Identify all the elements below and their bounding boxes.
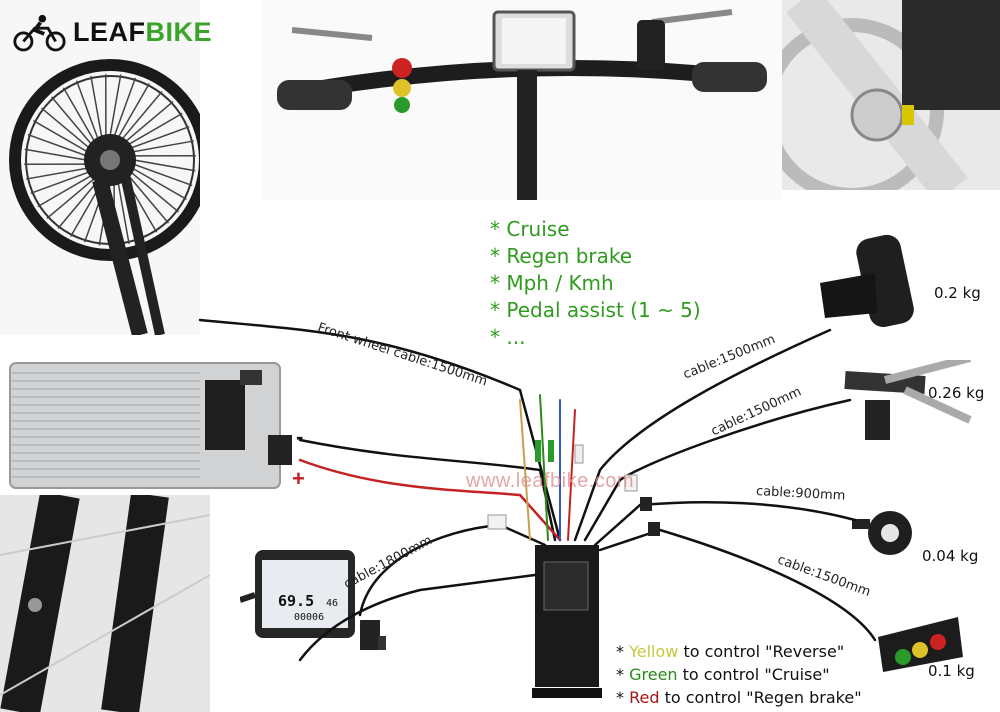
feature-item: * Regen brake [490,244,633,268]
legend-bullet: * [616,642,630,661]
legend-green: * Green to control "Cruise" [616,663,862,686]
brake-cable-label: cable:1500mm [708,384,804,440]
brake-weight: 0.26 kg [928,384,985,402]
pas-weight: 0.04 kg [922,547,979,565]
brand-name: LEAFBIKE [73,17,212,48]
switch-weight: 0.1 kg [928,662,975,680]
wheel-photo [0,0,200,335]
controller-photo [532,540,602,700]
brand-name-bike: BIKE [145,16,212,47]
display-odo: 00006 [294,612,325,623]
throttle-weight: 0.2 kg [934,284,981,302]
control-switch-photo [868,612,968,677]
cyclist-icon [13,14,66,52]
battery-photo [0,335,300,495]
display-connector [358,618,388,654]
pas-sensor-photo [852,505,917,560]
lcd-display-photo: 69.5 46 00006 [239,550,360,640]
display-speed: 69.5 [278,592,315,610]
legend-red-word: Red [629,688,660,707]
fork-photo [0,495,210,712]
brand-logo: LEAFBIKE [12,6,212,58]
feature-list: * Cruise * Regen brake * Mph / Kmh * Ped… [490,216,701,351]
feature-item: * Mph / Kmh [490,271,614,295]
brand-name-leaf: LEAF [72,16,146,47]
brake-lever-photo [835,354,975,445]
legend-red: * Red to control "Regen brake" [616,686,862,709]
legend-red-text: to control "Regen brake" [659,688,862,707]
legend-yellow-text: to control "Reverse" [678,642,845,661]
battery-minus-label: - [296,424,304,449]
throttle-photo [815,228,940,338]
legend-bullet: * [616,688,630,707]
display-right-value: 46 [326,598,339,609]
legend-yellow-word: Yellow [629,642,679,661]
pas-cable-label: cable:900mm [755,484,846,504]
legend-green-text: to control "Cruise" [677,665,830,684]
motor-photo [782,0,1000,190]
legend-bullet: * [616,665,630,684]
feature-item: * Cruise [490,217,570,241]
watermark: www.leafbike.com [466,470,635,492]
handlebar-photo [262,0,782,200]
color-legend: * Yellow to control "Reverse" * Green to… [616,640,862,709]
legend-yellow: * Yellow to control "Reverse" [616,640,862,663]
front-wheel-cable-label: Front wheel cable:1500mm [315,320,490,390]
feature-item: * ... [490,325,526,349]
legend-green-word: Green [629,665,678,684]
feature-item: * Pedal assist (1 ~ 5) [490,298,701,322]
battery-plus-label: + [292,466,305,491]
